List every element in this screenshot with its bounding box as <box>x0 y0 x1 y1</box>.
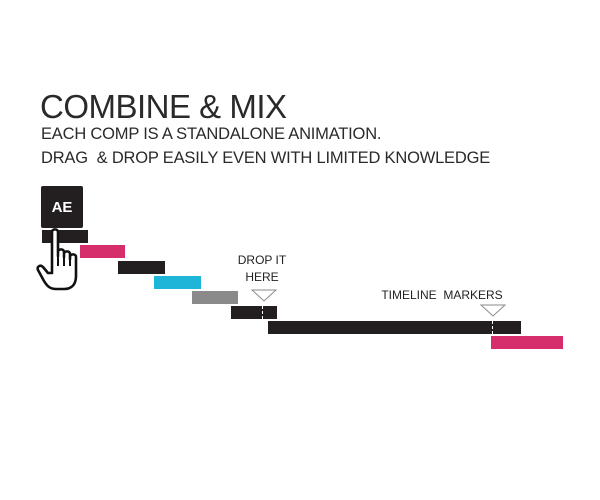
layer-bar-2[interactable] <box>80 245 125 258</box>
layer-bar-3[interactable] <box>118 261 165 274</box>
layer-marker-tick <box>262 306 264 319</box>
subtitle-line-1: EACH COMP IS A STANDALONE ANIMATION. <box>41 125 382 143</box>
page-title: COMBINE & MIX <box>40 88 287 125</box>
timeline-markers-caption: TIMELINE MARKERS <box>381 288 503 302</box>
subtitle-line-2: DRAG & DROP EASILY EVEN WITH LIMITED KNO… <box>41 149 491 167</box>
timeline-marker-icon <box>480 304 506 317</box>
timeline-marker-tick <box>492 321 494 334</box>
ae-icon-label: AE <box>51 198 73 216</box>
layer-bar-6[interactable] <box>231 306 277 319</box>
drop-marker-icon <box>251 289 277 302</box>
layer-bar-4[interactable] <box>154 276 201 289</box>
ae-app-icon[interactable]: AE <box>41 186 83 228</box>
layer-bar-long[interactable] <box>268 321 521 334</box>
hand-pointer-icon <box>36 228 78 291</box>
layer-bar-5[interactable] <box>192 291 238 304</box>
layer-bar-last[interactable] <box>491 336 563 349</box>
drop-caption: DROP IT HERE <box>237 253 287 284</box>
